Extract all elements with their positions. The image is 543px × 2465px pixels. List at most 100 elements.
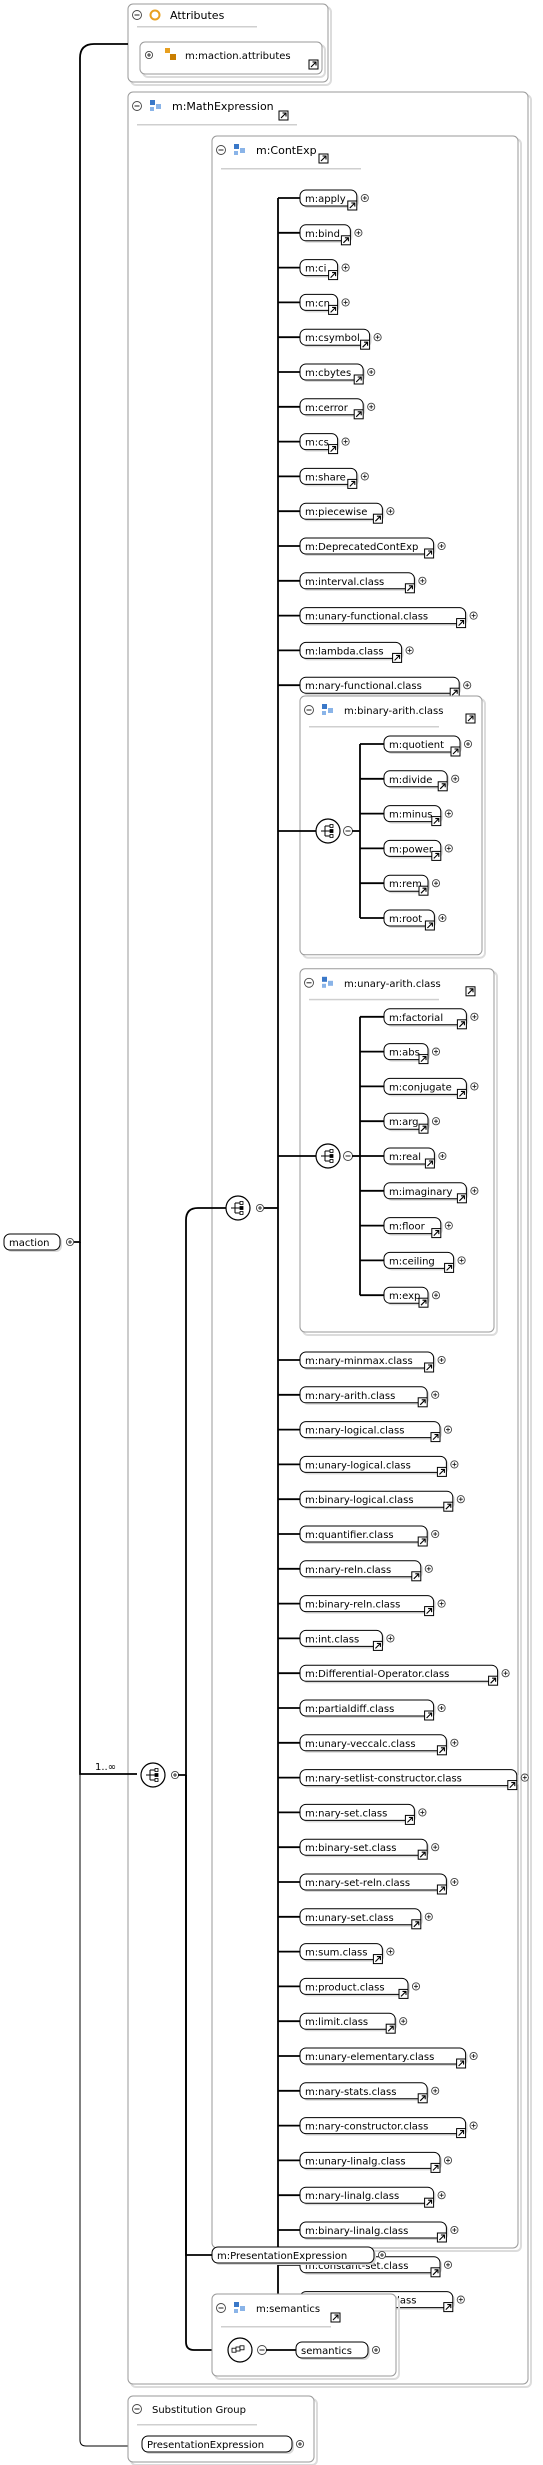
unary-arith-item[interactable]: m:ceiling [383,1251,456,1271]
contexp-item[interactable]: m:nary-constructor.class [299,2117,468,2136]
root-element-maction[interactable]: maction [3,1233,62,1252]
semantics-element[interactable]: semantics [295,2341,370,2360]
contexp-item-expand-icon[interactable] [443,1425,453,1434]
contexp-item-ref-icon[interactable] [417,2093,428,2104]
cont-exp-ref-icon[interactable] [318,153,329,164]
unary-arith-ref-icon[interactable] [465,986,476,997]
contexp-item-ref-icon[interactable] [404,583,415,594]
attribute-group-expand-icon[interactable] [144,50,154,60]
contexp-item[interactable]: m:limit.class [299,2012,398,2032]
contexp-item-expand-icon[interactable] [469,611,478,620]
contexp-item-ref-icon[interactable] [411,1571,422,1582]
contexp-item-ref-icon[interactable] [372,513,383,524]
contexp-item-expand-icon[interactable] [360,193,369,203]
contexp-item[interactable]: m:cerror [299,398,366,417]
unary-arith-item-expand-icon[interactable] [431,1047,441,1056]
contexp-item-expand-icon[interactable] [386,507,395,516]
contexp-item-ref-icon[interactable] [436,2232,447,2243]
contexp-item-expand-icon[interactable] [463,681,472,690]
contexp-item-ref-icon[interactable] [424,1606,435,1617]
contexp-item-ref-icon[interactable] [417,1849,428,1860]
unary-arith-item-ref-icon[interactable] [456,1088,467,1099]
unary-arith-item[interactable]: m:conjugate [383,1077,469,1097]
contexp-item-ref-icon[interactable] [411,1919,422,1930]
contexp-item-expand-icon[interactable] [360,472,369,481]
binary-arith-item-expand-icon[interactable] [438,913,447,923]
contexp-item-ref-icon[interactable] [392,652,403,663]
unary-arith-item-ref-icon[interactable] [418,1123,429,1134]
binary-arith-item-ref-icon[interactable] [437,781,448,792]
contexp-item-expand-icon[interactable] [341,298,350,307]
unary-arith-item-ref-icon[interactable] [456,1193,467,1204]
contexp-item-expand-icon[interactable] [469,2051,478,2061]
math-expression-collapse-icon[interactable] [132,101,142,111]
contexp-item-ref-icon[interactable] [436,1745,447,1756]
binary-arith-collapse-icon[interactable] [304,705,314,715]
unary-arith-item-expand-icon[interactable] [470,1186,479,1195]
semantics-ref-icon[interactable] [330,2312,341,2323]
binary-arith-item-expand-icon[interactable] [451,774,460,783]
contexp-item-ref-icon[interactable] [507,1780,518,1791]
binary-arith-ref-icon[interactable] [465,713,476,724]
contexp-item-ref-icon[interactable] [443,1501,454,1512]
contexp-item-expand-icon[interactable] [354,228,363,237]
contexp-item[interactable]: m:int.class [299,1629,385,1649]
binary-arith-item-ref-icon[interactable] [450,746,461,757]
contexp-item[interactable]: m:share [299,467,359,487]
unary-arith-item-ref-icon[interactable] [418,1297,429,1308]
contexp-item-expand-icon[interactable] [367,367,376,377]
contexp-item-expand-icon[interactable] [424,1564,433,1573]
contexp-item-expand-icon[interactable] [437,1703,446,1713]
contexp-item-ref-icon[interactable] [424,2197,435,2208]
binary-arith-item[interactable]: m:divide [383,770,450,789]
contexp-item-expand-icon[interactable] [450,1877,459,1887]
contexp-item-ref-icon[interactable] [360,339,371,350]
contexp-item-expand-icon[interactable] [424,1912,433,1921]
substitution-group-element[interactable]: PresentationExpression [141,2435,294,2454]
contexp-item[interactable]: m:binary-set.class [299,1838,430,1858]
contexp-item-ref-icon[interactable] [347,478,358,489]
contexp-item-ref-icon[interactable] [417,1397,428,1408]
contexp-item[interactable]: m:nary-set.class [299,1803,417,1823]
unary-arith-item-expand-icon[interactable] [470,1082,479,1091]
contexp-item-expand-icon[interactable] [341,437,350,446]
contexp-item[interactable]: m:unary-veccalc.class [299,1734,449,1753]
contexp-item-ref-icon[interactable] [353,409,364,420]
contexp-item-expand-icon[interactable] [450,1738,459,1747]
contexp-item[interactable]: m:nary-logical.class [299,1421,442,1440]
unary-arith-item-expand-icon[interactable] [431,1291,441,1300]
contexp-item-expand-icon[interactable] [367,402,376,411]
contexp-choice-expand-icon[interactable] [255,1203,265,1213]
contexp-item[interactable]: m:DeprecatedContExp [299,537,436,556]
contexp-item-expand-icon[interactable] [520,1773,529,1782]
contexp-item-ref-icon[interactable] [430,2162,441,2173]
contexp-item-ref-icon[interactable] [488,1675,499,1686]
contexp-item[interactable]: m:binary-logical.class [299,1490,455,1510]
contexp-item-expand-icon[interactable] [450,1460,459,1469]
contexp-item-expand-icon[interactable] [411,1982,421,1991]
contexp-item-ref-icon[interactable] [456,2128,467,2139]
contexp-item[interactable]: m:apply [299,189,359,208]
contexp-item-expand-icon[interactable] [399,2017,408,2026]
semantics-element-expand-icon[interactable] [371,2345,381,2355]
binary-arith-item-ref-icon[interactable] [418,885,429,896]
contexp-item-expand-icon[interactable] [418,1808,427,1817]
contexp-item[interactable]: m:nary-setlist-constructor.class [299,1769,519,1788]
contexp-item[interactable]: m:nary-functional.class [299,676,462,696]
math-expression-ref-icon[interactable] [278,110,289,121]
binary-arith-item-expand-icon[interactable] [431,879,441,888]
binary-arith-item-expand-icon[interactable] [444,809,453,818]
contexp-item[interactable]: m:nary-minmax.class [299,1351,436,1370]
contexp-item-ref-icon[interactable] [372,1954,383,1965]
contexp-item-expand-icon[interactable] [450,2225,459,2235]
contexp-item-expand-icon[interactable] [431,1390,440,1399]
unary-arith-item-ref-icon[interactable] [424,1158,435,1169]
semantics-sequence-collapse[interactable] [257,2345,267,2355]
contexp-item-ref-icon[interactable] [456,618,467,629]
contexp-item-expand-icon[interactable] [443,2156,453,2165]
contexp-item-expand-icon[interactable] [469,2121,478,2130]
contexp-item-ref-icon[interactable] [385,2023,396,2034]
contexp-item[interactable]: m:interval.class [299,572,417,591]
contexp-item[interactable]: m:binary-reln.class [299,1595,436,1614]
top-choice-expand-icon[interactable] [170,1770,180,1780]
